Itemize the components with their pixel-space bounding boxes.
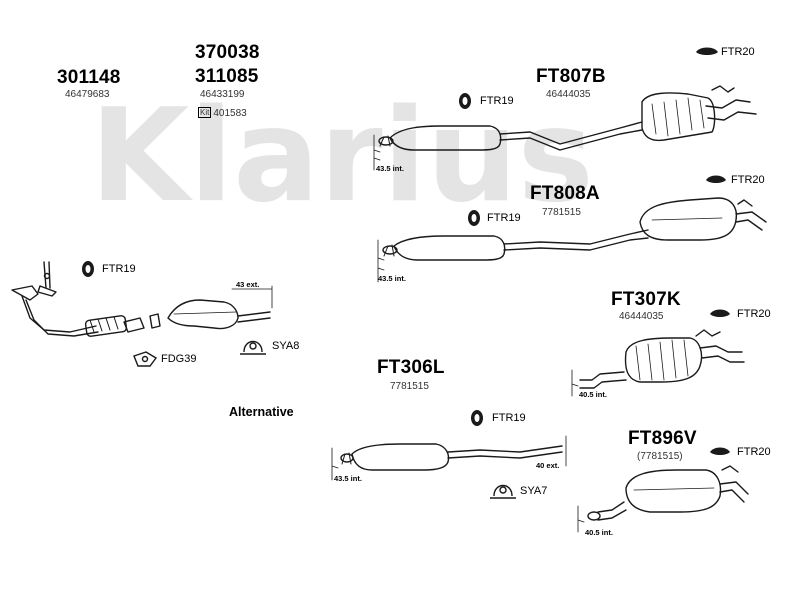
ftr19-label-c: FTR19 (102, 263, 136, 275)
part-code-301148: 301148 (57, 67, 121, 88)
ftr20-icon-b (706, 175, 726, 183)
measurement-label: 43 ext. (236, 280, 260, 289)
ftr19-label-d: FTR19 (492, 412, 526, 424)
measurement-label: 43.5 int. (334, 474, 362, 483)
alternative-label: Alternative (229, 405, 294, 419)
part-code-311085: 311085 (195, 66, 259, 87)
ftr20-label-d: FTR20 (737, 446, 771, 458)
sya7-label: SYA7 (520, 485, 548, 497)
watermark-text: Klarius (90, 82, 594, 231)
downpipe-assembly (11, 261, 145, 337)
ftr20-label-a: FTR20 (721, 46, 755, 58)
part-code-ft807b: FT807B (536, 66, 606, 87)
catalytic-converter (149, 285, 273, 330)
sya8-label: SYA8 (272, 340, 300, 352)
part-ref-ft306l: 7781515 (390, 381, 429, 392)
part-ref-ft807b: 46444035 (546, 89, 591, 100)
part-ref-ft808a: 7781515 (542, 207, 581, 218)
part-code-ft307k: FT307K (611, 289, 681, 310)
sya7-icon (490, 484, 516, 499)
measurement-label: 43.5 int. (376, 164, 404, 173)
fdg39-label: FDG39 (161, 353, 197, 365)
ftr19-label-b: FTR19 (487, 212, 521, 224)
measurement-label: 40.5 int. (585, 528, 613, 537)
system-ft306l (331, 435, 567, 481)
fdg39-icon (133, 351, 158, 367)
system-ft307k (571, 329, 745, 397)
measurement-label: 40.5 int. (579, 390, 607, 399)
kit-label: Kit (198, 107, 212, 118)
part-code-370038: 370038 (195, 42, 260, 63)
system-ft808a (377, 197, 767, 283)
ftr19-icon-b (468, 210, 480, 226)
ftr19-label-a: FTR19 (480, 95, 514, 107)
part-ref-311085: 46433199 (200, 89, 245, 100)
kit-ref-number: 401583 (213, 108, 247, 119)
measurement-label: 43.5 int. (378, 274, 406, 283)
ftr19-icon-d (471, 410, 483, 426)
measurement-label: 40 ext. (536, 461, 560, 470)
part-ref-ft896v: (7781515) (637, 451, 683, 462)
part-code-ft896v: FT896V (628, 428, 697, 449)
ftr20-label-c: FTR20 (737, 308, 771, 320)
system-ft807b (373, 85, 757, 171)
ftr19-icon-a (459, 93, 471, 109)
part-code-ft306l: FT306L (377, 357, 445, 378)
sya8-icon (240, 340, 266, 355)
ftr20-icon-a (696, 47, 718, 55)
part-code-ft808a: FT808A (530, 183, 600, 204)
ftr20-icon-c (710, 309, 730, 317)
part-ref-ft307k: 46444035 (619, 311, 664, 322)
ftr20-icon-d (710, 447, 730, 455)
ftr20-label-b: FTR20 (731, 174, 765, 186)
system-ft896v (577, 465, 749, 533)
part-ref-301148: 46479683 (65, 89, 110, 100)
ftr19-icon-c (82, 261, 94, 277)
